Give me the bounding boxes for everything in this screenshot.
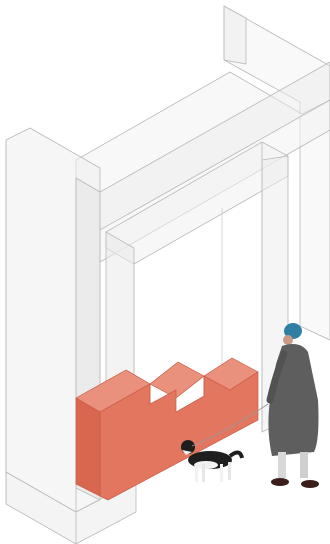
dog-leg: [202, 464, 205, 482]
person-shoe: [271, 478, 289, 486]
person-shoe: [301, 480, 319, 488]
dog: [181, 440, 242, 482]
bench-top-mid: [150, 362, 204, 398]
bench-side: [76, 398, 100, 496]
person-leg: [278, 452, 286, 478]
person-face: [283, 335, 293, 345]
person-leg: [300, 452, 308, 478]
outer-frame-right-face: [224, 6, 246, 64]
dog-tail: [230, 452, 242, 458]
dog-leg: [228, 462, 231, 480]
dog-leg: [195, 464, 198, 482]
dog-leg: [220, 464, 223, 482]
